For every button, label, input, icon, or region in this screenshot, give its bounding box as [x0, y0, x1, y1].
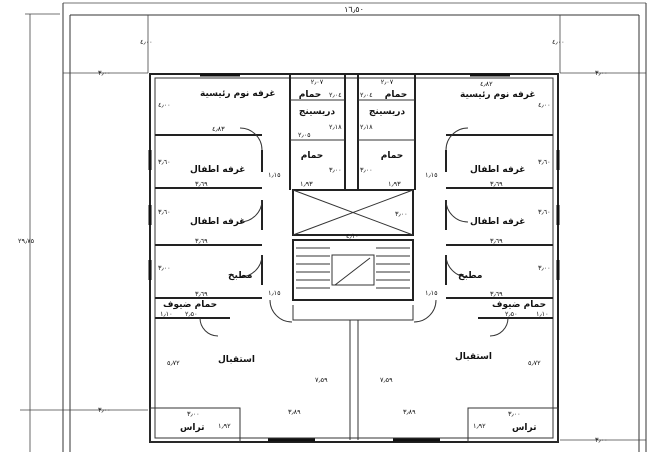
front-setback-left: ٤٫٠٠ — [140, 38, 153, 46]
room-labels: غرفه نوم رئيسية غرفه نوم رئيسية حمام حما… — [163, 89, 546, 433]
dim-bath-width-right: ٢٫٠٧ — [381, 78, 394, 86]
label-master-bedroom-left: غرفه نوم رئيسية — [200, 89, 276, 99]
dim-bath2-width-right: ١٫٩٣ — [388, 180, 401, 188]
staircase — [292, 239, 414, 301]
label-master-bedroom-right: غرفه نوم رئيسية — [460, 90, 536, 100]
dim-kids1-width-left: ٣٫٦٩ — [195, 180, 208, 188]
dim-dressing-height-left: ٢٫١٨ — [329, 123, 342, 131]
dim-corridor-1-right: ١٫١٥ — [425, 171, 438, 179]
label-terrace-right: تراس — [512, 423, 536, 433]
dim-dressing-height-right: ٢٫١٨ — [360, 123, 373, 131]
dim-reception-height-left: ٥٫٧٢ — [167, 359, 180, 367]
overall-dimensions: ١٦٫٥٠ ٢٩٫٧٥ ٤٫٠٠ ٤٫٠٠ ٣٫٠٠ ٣٫٠٠ ٣٫٠٠ ٣٫٠… — [18, 2, 646, 452]
label-kitchen-right: مطبخ — [458, 271, 483, 281]
dim-master-height-left: ٤٫٠٠ — [158, 101, 171, 109]
dim-bath2-height-left: ٣٫٠٠ — [329, 166, 342, 174]
dim-corridor-2-right: ١٫١٥ — [425, 289, 438, 297]
dim-bath-width-left: ٢٫٠٧ — [311, 78, 324, 86]
dim-terrace-width-right: ٣٫٠٠ — [508, 410, 521, 418]
dim-dressing-width: ٢٫٠٥ — [298, 131, 311, 139]
dim-bath-height-right: ٢٫٠٤ — [360, 91, 373, 99]
label-kitchen-left: مطبخ — [228, 271, 253, 281]
dim-kids2-width-right: ٣٫٦٩ — [490, 237, 503, 245]
overall-height: ٢٩٫٧٥ — [18, 237, 35, 245]
dim-terrace-height-left: ١٫٩٢ — [218, 422, 231, 430]
side-setback-right-bottom: ٣٫٠٠ — [595, 436, 608, 444]
dim-kitchen-width-left: ٣٫٦٩ — [195, 290, 208, 298]
label-reception-left: استقبال — [218, 355, 255, 365]
dim-kids1-height-left: ٣٫٦٠ — [158, 158, 171, 166]
plot-boundary — [62, 3, 647, 452]
elevator-shaft: ٣٫٠٠ ٤٫١٠ — [292, 189, 414, 240]
dim-guest-bath-width-right: ٢٫٥٠ — [505, 310, 518, 318]
dim-kids1-width-right: ٣٫٦٩ — [490, 180, 503, 188]
dim-master-width-right: ٤٫٨٢ — [480, 80, 493, 88]
label-kids-room-2-left: غرفه اطفال — [190, 217, 245, 227]
dim-bath2-width-left: ١٫٩٣ — [300, 180, 313, 188]
label-bath2-right: حمام — [381, 151, 404, 161]
dim-kids1-height-right: ٣٫٦٠ — [538, 158, 551, 166]
dim-master-width-left: ٤٫٨٣ — [212, 125, 225, 133]
dim-bath-height-left: ٢٫٠٤ — [329, 91, 342, 99]
dim-bath2-height-right: ٣٫٠٠ — [360, 166, 373, 174]
label-kids-room-1-left: غرفه اطفال — [190, 165, 245, 175]
dim-kids2-width-left: ٣٫٦٩ — [195, 237, 208, 245]
dim-reception-height-right: ٥٫٧٢ — [528, 359, 541, 367]
dim-reception-depth-right: ٧٫٥٩ — [380, 376, 393, 384]
label-bath-right: حمام — [385, 90, 408, 100]
label-bath-left: حمام — [299, 90, 322, 100]
label-guest-bath-left: حمام ضيوف — [163, 300, 217, 310]
doors — [199, 127, 509, 337]
dim-terrace-width-left: ٣٫٠٠ — [187, 410, 200, 418]
dim-guest-bath-width-left: ٢٫٥٠ — [185, 310, 198, 318]
dim-kitchen-height-left: ٣٫٠٠ — [158, 264, 171, 272]
dim-reception-width-left: ٣٫٨٩ — [288, 408, 301, 416]
label-dressing-left: دريسينج — [299, 107, 336, 117]
overall-width: ١٦٫٥٠ — [344, 5, 364, 14]
side-setback-right: ٣٫٠٠ — [595, 69, 608, 77]
dim-kids2-height-right: ٣٫٦٠ — [538, 208, 551, 216]
dim-guest-bath-height-left: ١٫١٠ — [160, 310, 173, 318]
elevator-width: ٤٫١٠ — [346, 232, 359, 240]
label-kids-room-2-right: غرفه اطفال — [470, 217, 525, 227]
label-terrace-left: تراس — [180, 423, 204, 433]
label-guest-bath-right: حمام ضيوف — [492, 300, 546, 310]
label-bath2-left: حمام — [301, 151, 324, 161]
dim-reception-depth-left: ٧٫٥٩ — [315, 376, 328, 384]
dim-master-height-right: ٤٫٠٠ — [538, 101, 551, 109]
dim-terrace-height-right: ١٫٩٢ — [473, 422, 486, 430]
dim-corridor-2-left: ١٫١٥ — [268, 289, 281, 297]
label-dressing-right: دريسينج — [369, 107, 406, 117]
label-kids-room-1-right: غرفه اطفال — [470, 165, 525, 175]
dim-kids2-height-left: ٣٫٦٠ — [158, 208, 171, 216]
dimension-labels: ٤٫٨٣ ٤٫٨٢ ٤٫٠٠ ٤٫٠٠ ٢٫٠٧ ٢٫٠٧ ٢٫٠٤ ٢٫٠٤ … — [158, 78, 551, 430]
dim-guest-bath-height-right: ١٫١٠ — [536, 310, 549, 318]
label-reception-right: استقبال — [455, 352, 492, 362]
side-setback-left-bottom: ٣٫٠٠ — [98, 406, 111, 414]
building-walls — [148, 73, 560, 443]
dim-corridor-1-left: ١٫١٥ — [268, 171, 281, 179]
dim-kitchen-height-right: ٣٫٠٠ — [538, 264, 551, 272]
front-setback-right: ٤٫٠٠ — [552, 38, 565, 46]
dim-kitchen-width-right: ٣٫٦٩ — [490, 290, 503, 298]
side-setback-left: ٣٫٠٠ — [98, 69, 111, 77]
elevator-height: ٣٫٠٠ — [395, 210, 408, 218]
dim-reception-width-right: ٣٫٨٩ — [403, 408, 416, 416]
